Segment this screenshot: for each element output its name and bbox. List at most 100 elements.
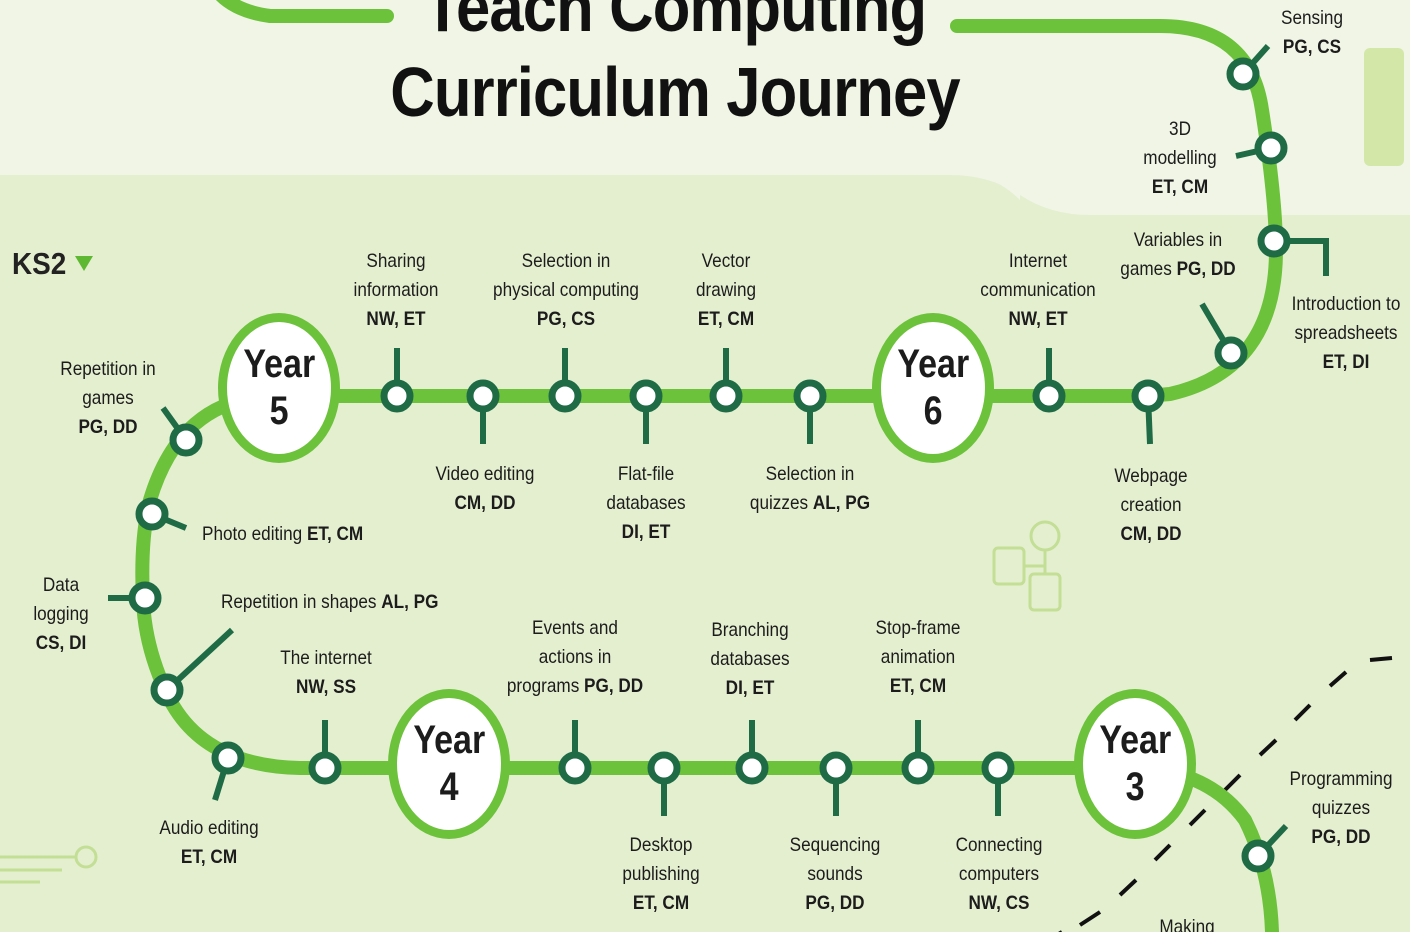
unit-title-text: Photo editing [202,523,307,545]
unit-title-line: Variables in [1133,229,1223,251]
unit-title-line: databases [710,648,790,670]
strand-codes: PG, DD [584,675,644,697]
year-5-circle[interactable]: Year 5 [218,313,340,463]
station-marker[interactable] [169,423,203,457]
stations [108,44,1329,873]
strand-codes: NW, SS [295,676,357,698]
unit-title-line: programs PG, DD [507,672,643,701]
station-marker[interactable] [135,497,169,531]
unit-title-line: information [353,279,439,301]
station-marker[interactable] [1214,336,1248,370]
unit-title-line: Introduction to [1291,293,1401,315]
year-number: 5 [269,389,289,433]
station-marker[interactable] [150,673,184,707]
unit-title-line: Repetition in shapes AL, PG [221,588,438,617]
year-number: 4 [439,765,459,809]
key-stage-label: KS2 [12,246,67,281]
unit-title-line: Sharing [366,250,426,272]
unit-title-line: Internet [1008,250,1068,272]
unit-title-line: Connecting [955,834,1043,856]
year-label: Year [413,718,485,762]
station-marker[interactable] [1257,224,1291,258]
station-marker[interactable] [308,751,342,785]
station-marker[interactable] [466,379,500,413]
strand-codes: PG, DD [78,416,138,438]
station-marker[interactable] [128,581,162,615]
strand-codes: ET, CM [306,523,364,545]
year-4-circle[interactable]: Year 4 [388,689,510,839]
station-marker[interactable] [647,751,681,785]
unit-title-line: Programming [1289,768,1393,790]
unit-label[interactable]: Making [1159,913,1214,932]
unit-title-line: quizzes AL, PG [750,489,870,518]
strand-codes: AL, PG [812,492,871,514]
year-6-circle[interactable]: Year 6 [872,313,994,463]
station-marker[interactable] [1226,57,1260,91]
unit-title-line: Stop-frame [875,617,961,639]
strand-codes: NW, ET [1008,308,1068,330]
station-marker[interactable] [629,379,663,413]
station-marker[interactable] [793,379,827,413]
strand-codes: CS, DI [35,632,87,654]
unit-title-line: sounds [807,863,863,885]
year-label: Year [243,342,315,386]
unit-title-line: The internet [280,647,372,669]
station-marker[interactable] [735,751,769,785]
unit-title-line: Repetition in [60,358,156,380]
strand-codes: PG, CS [536,308,596,330]
unit-title-text: quizzes [749,492,813,514]
station-marker[interactable] [1131,379,1165,413]
unit-title-line: physical computing [493,279,639,301]
unit-label[interactable]: Repetition in shapes AL, PG [221,588,438,617]
station-marker[interactable] [558,751,592,785]
strand-codes: NW, CS [968,892,1030,914]
station-marker[interactable] [548,379,582,413]
station-marker[interactable] [1254,131,1288,165]
year-number: 3 [1125,765,1145,809]
unit-title-line: modelling [1143,147,1217,169]
station-marker[interactable] [1241,839,1275,873]
station-marker[interactable] [211,741,245,775]
unit-title-line: computers [958,863,1040,885]
unit-title-line: logging [33,603,89,625]
station-marker[interactable] [901,751,935,785]
station-marker[interactable] [819,751,853,785]
unit-label[interactable]: Photo editing ET, CM [202,520,363,549]
unit-title-line: Webpage [1114,465,1188,487]
year-label: Year [897,342,969,386]
year-3-circle[interactable]: Year 3 [1074,689,1196,839]
strand-codes: CM, DD [1120,523,1182,545]
station-marker[interactable] [981,751,1015,785]
strand-codes: AL, PG [381,591,439,613]
station-marker[interactable] [380,379,414,413]
strand-codes: PG, DD [1176,258,1236,280]
year-label: Year [1099,718,1171,762]
station-marker[interactable] [1032,379,1066,413]
unit-title-line: Sequencing [789,834,881,856]
station-marker[interactable] [709,379,743,413]
